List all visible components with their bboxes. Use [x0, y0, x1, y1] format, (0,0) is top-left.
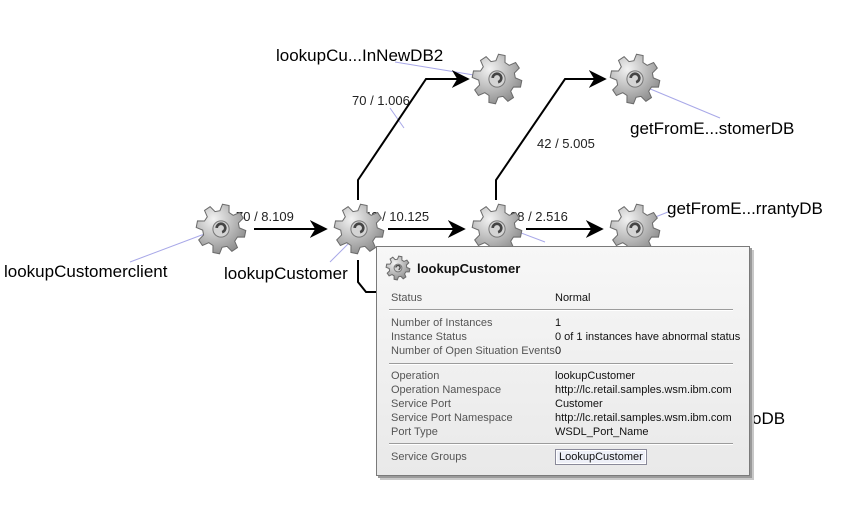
edge-label-middle-custdb: 42 / 5.005	[537, 136, 595, 151]
gear-icon	[385, 255, 411, 281]
divider	[389, 309, 733, 311]
divider	[389, 443, 733, 445]
edge-label-lookup-middle: 42 / 10.125	[364, 209, 430, 224]
leader-client	[129, 229, 216, 263]
node-label-client: lookupCustomerclient	[4, 262, 168, 281]
node-warrdb-gear-icon[interactable]	[608, 202, 662, 256]
node-tooltip: lookupCustomer Status Normal Number of I…	[376, 246, 750, 476]
edge-middle-custdb[interactable]	[495, 70, 607, 200]
status-label: Status	[391, 292, 423, 304]
service-port-namespace-value: http://lc.retail.samples.wsm.ibm.com	[555, 412, 732, 424]
operation-namespace-label: Operation Namespace	[391, 384, 502, 396]
node-custdb-gear-icon[interactable]	[608, 52, 662, 106]
service-port-value: Customer	[555, 398, 603, 410]
node-label-warrdb: getFromE...rrantyDB	[667, 199, 823, 218]
service-group-link[interactable]: LookupCustomer	[555, 449, 647, 465]
edge-label-client-lookup: 70 / 8.109	[236, 209, 294, 224]
port-type-value: WSDL_Port_Name	[555, 426, 649, 438]
node-label-hidden: oDB	[752, 409, 786, 428]
status-value: Normal	[555, 292, 591, 304]
operation-value: lookupCustomer	[555, 370, 636, 382]
edge-label-lookup-newdb2: 70 / 1.006	[352, 93, 410, 108]
port-type-label: Port Type	[391, 426, 438, 438]
tooltip-header: lookupCustomer	[385, 255, 520, 281]
open-events-value: 0	[555, 345, 562, 357]
node-label-newdb2: lookupCu...InNewDB2	[276, 46, 444, 65]
edge-label-middle-warrdb: 28 / 2.516	[510, 209, 568, 224]
edge-lookup-hidden[interactable]	[357, 260, 376, 293]
edge-lookup-newdb2[interactable]	[357, 70, 470, 200]
node-newdb2-gear-icon[interactable]	[470, 52, 524, 106]
node-label-lookup: lookupCustomer	[224, 264, 348, 283]
service-port-label: Service Port	[391, 398, 451, 410]
service-port-namespace-label: Service Port Namespace	[391, 412, 513, 424]
divider	[389, 363, 733, 365]
instance-status-value: 0 of 1 instances have abnormal status	[555, 331, 741, 343]
leader-edge-newdb2	[389, 107, 405, 129]
instances-value: 1	[555, 317, 562, 329]
instances-label: Number of Instances	[391, 317, 493, 329]
tooltip-title: lookupCustomer	[417, 260, 521, 276]
service-groups-label: Service Groups	[391, 451, 467, 463]
node-label-custdb: getFromE...stomerDB	[630, 119, 795, 138]
leader-custdb	[647, 87, 721, 119]
operation-namespace-value: http://lc.retail.samples.wsm.ibm.com	[555, 384, 732, 396]
node-middle-gear-icon[interactable]	[470, 202, 524, 256]
node-client-gear-icon[interactable]	[194, 202, 248, 256]
instance-status-label: Instance Status	[391, 331, 467, 343]
node-lookup-gear-icon[interactable]	[332, 202, 386, 256]
operation-label: Operation	[391, 370, 440, 382]
open-events-label: Number of Open Situation Events	[391, 345, 555, 357]
